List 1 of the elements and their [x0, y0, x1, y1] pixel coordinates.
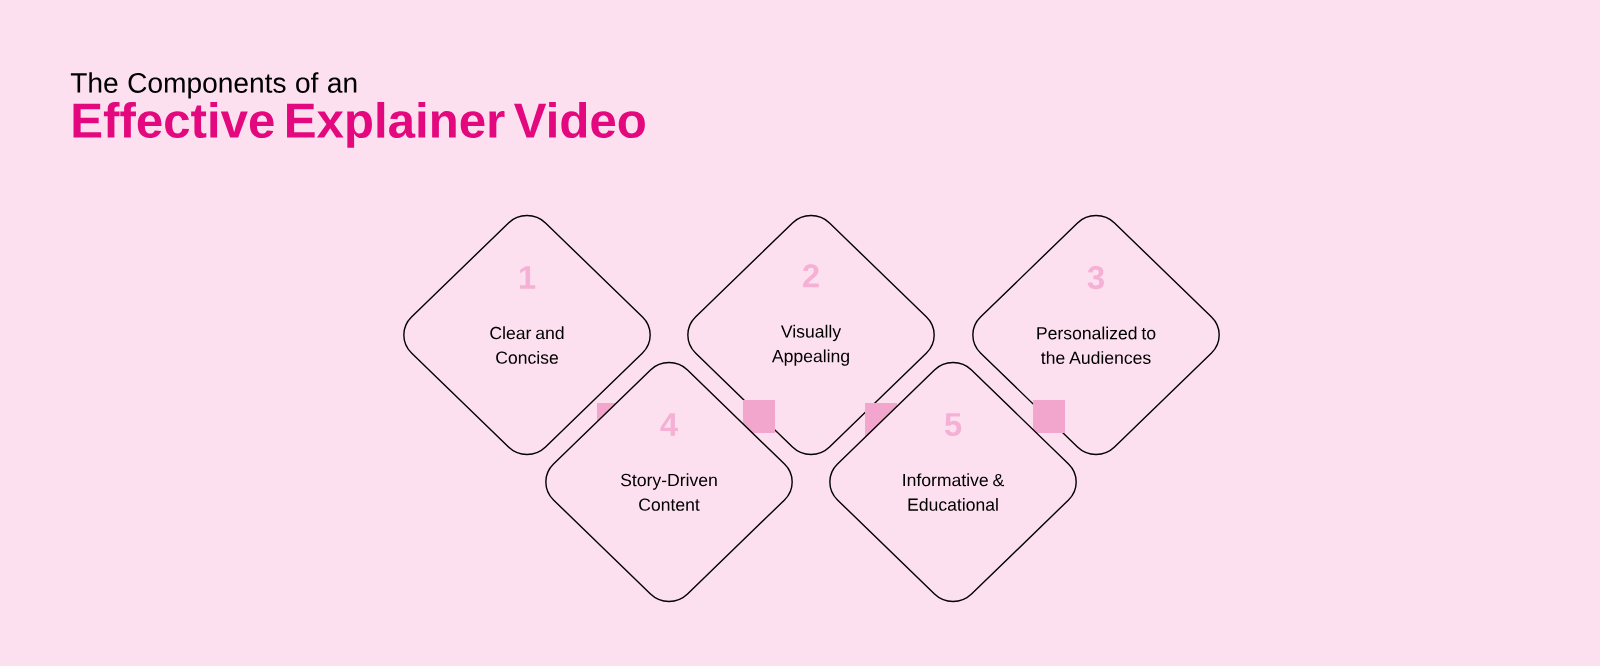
title: The Components of an Effective Explainer Video [70, 72, 645, 148]
